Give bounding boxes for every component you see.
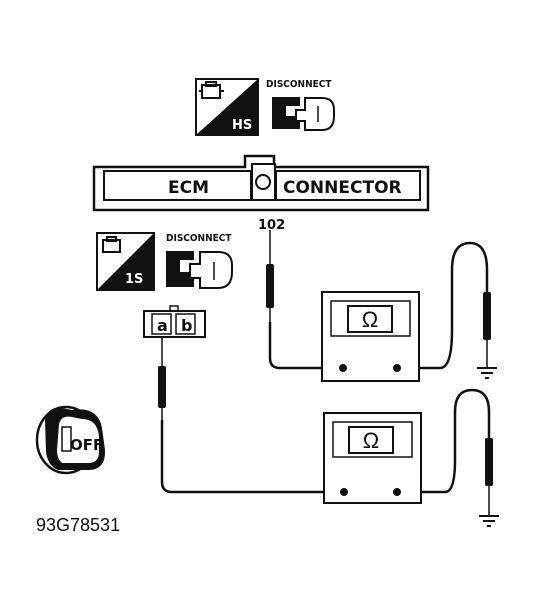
- disconnect-plug-icon: [166, 251, 233, 289]
- ecm-connector: ECM CONNECTOR: [92, 154, 430, 212]
- meter-terminal: [340, 488, 348, 496]
- disconnect-label-top: DISCONNECT: [266, 79, 332, 90]
- service-code-hs: HS: [232, 118, 252, 133]
- ohmmeter-bottom: Ω: [323, 412, 422, 504]
- ohmmeter-top: Ω: [321, 291, 420, 382]
- meter-terminal: [339, 364, 347, 372]
- pin-b-label: b: [181, 316, 192, 335]
- ignition-state-label: OFF: [70, 436, 103, 454]
- disconnect-plug-icon: [272, 97, 335, 131]
- ground-wire-top: [397, 241, 497, 379]
- ohm-symbol-bottom: Ω: [363, 428, 379, 453]
- connector-pin-hole: [255, 174, 271, 190]
- sensor-connector: a b: [143, 305, 206, 338]
- disconnect-label-mid: DISCONNECT: [166, 233, 232, 244]
- probe-wire-ecm: [266, 230, 343, 370]
- service-code-1s: 1S: [125, 272, 143, 287]
- engine-icon: [102, 236, 121, 253]
- ground-wire-bottom: [397, 388, 499, 527]
- service-icon-hs: HS: [195, 78, 259, 136]
- meter-terminal: [393, 364, 401, 372]
- connector-label: CONNECTOR: [283, 178, 402, 198]
- pin-number-label: 102: [258, 218, 285, 233]
- meter-terminal: [393, 488, 401, 496]
- ohm-symbol-top: Ω: [362, 307, 378, 332]
- ignition-key-icon: OFF: [35, 405, 106, 475]
- pin-a-label: a: [157, 316, 168, 335]
- service-icon-1s: 1S: [96, 232, 155, 291]
- ecm-label: ECM: [168, 178, 209, 198]
- engine-icon: [199, 81, 224, 99]
- figure-id: 93G78531: [36, 515, 120, 535]
- probe-wire-sensor: [158, 337, 344, 494]
